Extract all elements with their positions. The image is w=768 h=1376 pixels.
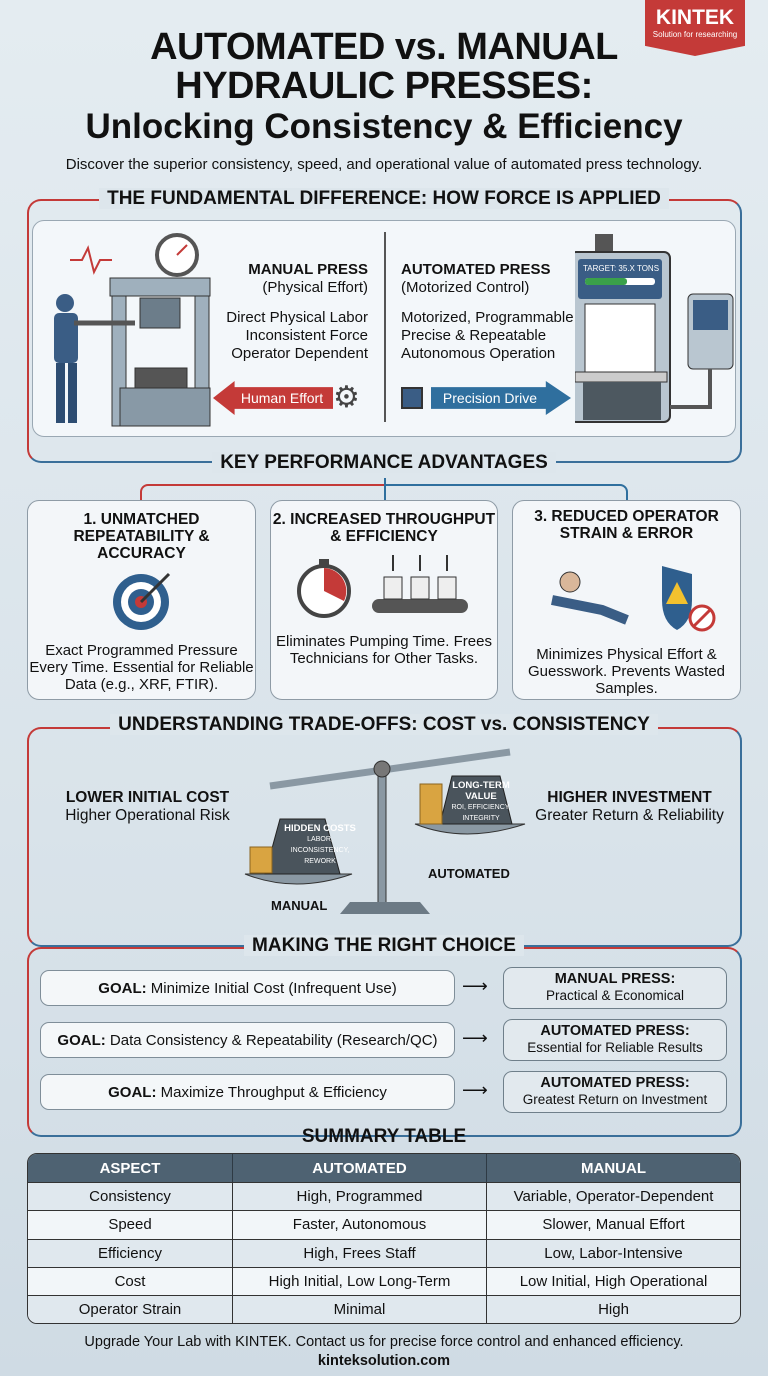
advantage-card-strain: 3. REDUCED OPERATOR STRAIN & ERROR Minim… bbox=[512, 500, 741, 700]
card-title: 2. INCREASED THROUGHPUT & EFFICIENCY bbox=[272, 511, 496, 545]
section-fundamental-title: THE FUNDAMENTAL DIFFERENCE: HOW FORCE IS… bbox=[99, 188, 669, 209]
card-text: Exact Programmed Pressure Every Time. Es… bbox=[29, 642, 254, 693]
manual-press-title: MANUAL PRESS bbox=[248, 261, 368, 278]
lower-cost-title: LOWER INITIAL COST bbox=[65, 789, 230, 806]
section-choice-title: MAKING THE RIGHT CHOICE bbox=[244, 935, 524, 956]
divider bbox=[384, 232, 386, 422]
chip-icon bbox=[401, 387, 423, 409]
connector-line bbox=[140, 484, 385, 500]
manual-scale-label: MANUAL bbox=[271, 898, 328, 913]
result-box: AUTOMATED PRESS:Essential for Reliable R… bbox=[503, 1019, 727, 1061]
arrow-right-icon: ⟶ bbox=[462, 1080, 488, 1100]
manual-press-subtitle: (Physical Effort) bbox=[262, 279, 368, 296]
card-text: Minimizes Physical Effort & Guesswork. P… bbox=[527, 646, 725, 697]
automated-scale-label: AUTOMATED bbox=[428, 866, 510, 881]
automated-point: Motorized, Programmable bbox=[401, 309, 574, 326]
arrow-right-icon: ⟶ bbox=[462, 976, 488, 996]
manual-point: Inconsistent Force bbox=[245, 327, 368, 344]
balance-scale-illustration bbox=[244, 748, 526, 914]
manual-point: Operator Dependent bbox=[231, 345, 368, 362]
section-advantages-title: KEY PERFORMANCE ADVANTAGES bbox=[212, 452, 556, 473]
footer-url[interactable]: kinteksolution.com bbox=[317, 1353, 451, 1369]
title-line-2: HYDRAULIC PRESSES: bbox=[175, 65, 593, 107]
goal-box: GOAL: Maximize Throughput & Efficiency bbox=[40, 1074, 455, 1110]
connector-line bbox=[385, 484, 628, 500]
automated-point: Precise & Repeatable bbox=[401, 327, 547, 344]
subtitle: Discover the superior consistency, speed… bbox=[65, 156, 703, 173]
automated-press-subtitle: (Motorized Control) bbox=[401, 279, 530, 296]
shield-warning-icon bbox=[550, 566, 715, 632]
title-line-1: AUTOMATED vs. MANUAL bbox=[150, 26, 618, 68]
card-title: 1. UNMATCHED REPEATABILITY & ACCURACY bbox=[73, 511, 210, 562]
summary-title: SUMMARY TABLE bbox=[301, 1126, 467, 1147]
footer-text: Upgrade Your Lab with KINTEK. Contact us… bbox=[84, 1334, 684, 1350]
automated-point: Autonomous Operation bbox=[401, 345, 556, 362]
title-line-3: Unlocking Consistency & Efficiency bbox=[85, 107, 683, 146]
lower-cost-text: Higher Operational Risk bbox=[65, 807, 230, 824]
goal-box: GOAL: Minimize Initial Cost (Infrequent … bbox=[40, 970, 455, 1006]
higher-investment-text: Greater Return & Reliability bbox=[535, 807, 724, 824]
arrow-right-icon: ⟶ bbox=[462, 1028, 488, 1048]
card-title: 3. REDUCED OPERATOR STRAIN & ERROR bbox=[534, 508, 719, 542]
advantage-card-repeatability: 1. UNMATCHED REPEATABILITY & ACCURACY Ex… bbox=[27, 500, 256, 700]
gear-icon: ⚙ bbox=[333, 381, 360, 414]
card-text: Eliminates Pumping Time. Frees Technicia… bbox=[276, 633, 492, 667]
higher-investment-title: HIGHER INVESTMENT bbox=[547, 789, 712, 806]
kintek-logo: KINTEK Solution for researching bbox=[645, 0, 745, 56]
automated-press-illustration bbox=[575, 234, 734, 423]
result-box: MANUAL PRESS:Practical & Economical bbox=[503, 967, 727, 1009]
advantage-card-throughput: 2. INCREASED THROUGHPUT & EFFICIENCY Eli… bbox=[270, 500, 498, 700]
manual-point: Direct Physical Labor bbox=[226, 309, 368, 326]
result-box: AUTOMATED PRESS:Greatest Return on Inves… bbox=[503, 1071, 727, 1113]
manual-press-illustration bbox=[54, 233, 211, 427]
goal-box: GOAL: Data Consistency & Repeatability (… bbox=[40, 1022, 455, 1058]
target-icon bbox=[112, 572, 170, 630]
section-tradeoffs-title: UNDERSTANDING TRADE-OFFS: COST vs. CONSI… bbox=[110, 714, 658, 735]
stopwatch-conveyor-icon bbox=[297, 555, 468, 618]
automated-press-title: AUTOMATED PRESS bbox=[401, 261, 551, 278]
target-display: TARGET: 35.X TONS bbox=[583, 264, 660, 273]
